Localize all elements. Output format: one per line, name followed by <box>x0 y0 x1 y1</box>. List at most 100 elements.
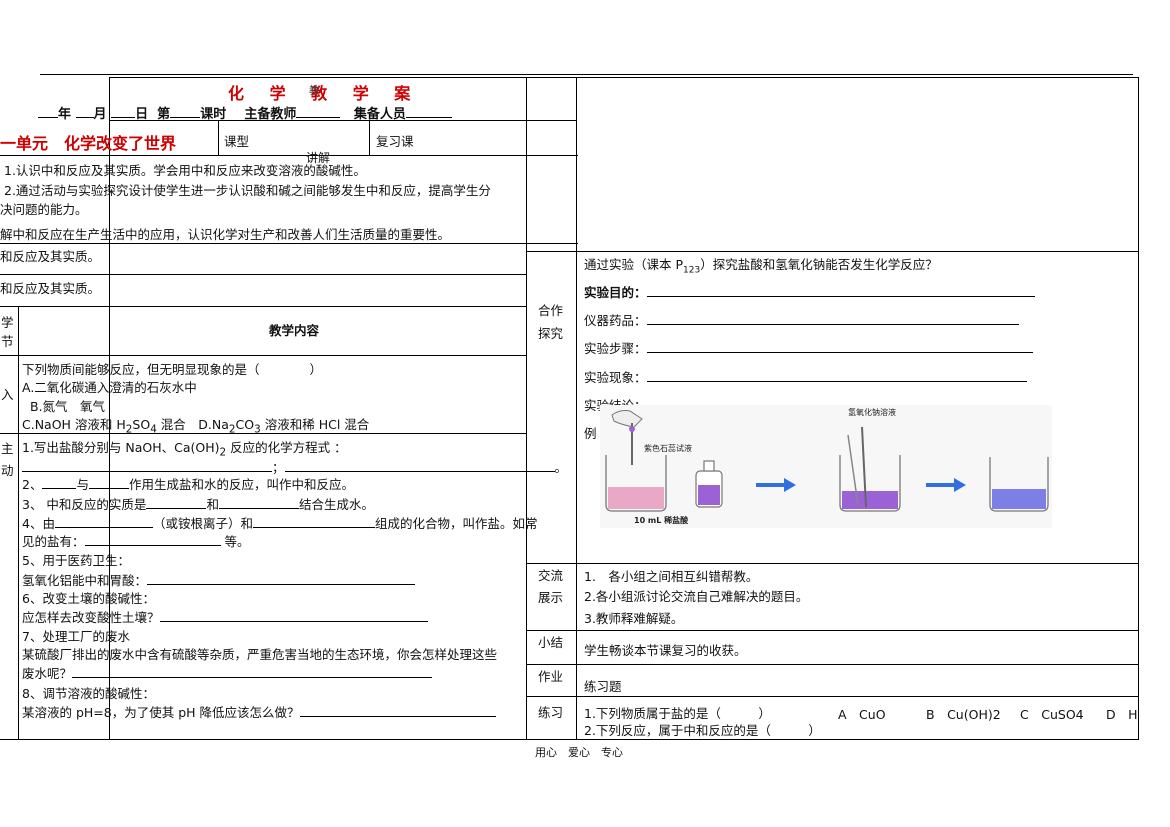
intro-option-cd: C.NaOH 溶液和 H2SO4 混合 D.Na2CO3 溶液和稀 HCl 混合 <box>22 417 370 436</box>
item-5: 5、用于医药卫生： <box>22 553 130 568</box>
grid-line <box>1138 77 1139 739</box>
lesson-type-value: 复习课 <box>376 134 414 149</box>
experiment-purpose: 实验目的： <box>584 282 1035 301</box>
beaker-2-purple-solution <box>842 491 898 509</box>
label-summary: 小结 <box>538 635 564 650</box>
grid-line <box>526 696 1139 697</box>
intro-option-a: A.二氧化碳通入澄清的石灰水中 <box>22 380 197 395</box>
label-exchange-2: 展示 <box>538 590 564 605</box>
experiment-example: 例 <box>584 426 597 441</box>
label-indicator: 紫色石蕊试液 <box>644 443 692 453</box>
exchange-2: 2.各小组派讨论交流自己难解决的题目。 <box>584 589 809 604</box>
grid-line <box>0 739 1139 740</box>
title-overlap: 教 <box>309 84 320 97</box>
header-line: 年 月 日 第课时 主备教师 集备人员 <box>38 103 452 122</box>
grid-line <box>0 155 578 156</box>
grid-line <box>526 630 1139 631</box>
grid-line <box>576 77 577 739</box>
beaker-3 <box>989 457 1049 512</box>
grid-line <box>109 120 576 121</box>
figure-background <box>600 405 1052 528</box>
intro-option-b: B.氮气 氧气 <box>30 399 106 414</box>
key-point: 和反应及其实质。 <box>0 249 101 264</box>
practice-q1-d: D H <box>1106 707 1138 722</box>
item-3: 3、 中和反应的实质是和结合生成水。 <box>22 497 374 512</box>
item-1: 1.写出盐酸分别与 NaOH、Ca(OH)2 反应的化学方程式 ： <box>22 440 347 459</box>
dropper-hand <box>611 410 643 465</box>
bottle-purple-solution <box>698 485 720 505</box>
objective-3: 决问题的能力。 <box>0 202 88 217</box>
beaker-1-pink-solution <box>608 487 664 509</box>
exchange-3: 3.教师释难解疑。 <box>584 611 684 626</box>
grid-line <box>109 77 1139 78</box>
item-8-sub: 某溶液的 pH=8，为了使其 pH 降低应该怎么做？ <box>22 702 496 721</box>
grid-line <box>526 251 1139 252</box>
item-4: 4、由（或铵根离子）和组成的化合物，叫作盐。如常 <box>22 516 538 531</box>
item-7-sub2: 废水呢？ <box>22 663 433 682</box>
grid-line <box>18 306 19 739</box>
explain-label: 讲解 <box>306 151 331 165</box>
item-8: 8、调节溶液的酸碱性： <box>22 686 155 701</box>
practice-q1-a: A CuO <box>838 707 886 722</box>
top-rule <box>40 74 1133 75</box>
experiment-phenomenon: 实验现象： <box>584 367 1027 386</box>
label-coop-2: 探究 <box>538 326 564 341</box>
practice-q1: 1.下列物质属于盐的是（ ） <box>584 706 771 721</box>
arrow-1 <box>756 478 796 492</box>
item-5-sub: 氢氧化铝能中和胃酸： <box>22 570 416 589</box>
homework-text: 练习题 <box>584 679 622 694</box>
intro-stem: 下列物质间能够反应，但无明显现象的是（ ） <box>22 362 323 377</box>
summary-text: 学生畅谈本节课复习的收获。 <box>584 643 747 658</box>
beaker-3-blue-solution <box>992 489 1046 509</box>
grid-line <box>0 306 526 307</box>
grid-line <box>0 274 526 275</box>
beaker-1 <box>605 455 667 512</box>
grid-line <box>526 77 527 739</box>
page-title: 化 学 教 学 案 <box>228 84 421 103</box>
item-4-cont: 见的盐有： 等。 <box>22 534 250 549</box>
item-1-answer: ；。 <box>22 457 567 476</box>
item-2: 2、与作用生成盐和水的反应，叫作中和反应。 <box>22 477 354 492</box>
side-label-a: 学 <box>1 315 14 330</box>
objective-2: 2.通过活动与实验探究设计使学生进一步认识酸和碱之间能够发生中和反应，提高学生分 <box>4 183 491 198</box>
practice-q2: 2.下列反应，属于中和反应的是（ ） <box>584 723 821 738</box>
grid-line <box>0 243 578 244</box>
side-label-e: 动 <box>1 463 14 478</box>
objective-4: 解中和反应在生产生活中的应用，认识化学对生产和改善人们生活质量的重要性。 <box>0 227 451 242</box>
grid-line <box>218 120 219 155</box>
experiment-steps: 实验步骤： <box>584 338 1033 357</box>
experiment-figure: 紫色石蕊试液 10 mL 稀盐酸 氢氧化钠溶液 <box>600 405 1052 528</box>
grid-line <box>526 563 1139 564</box>
grid-line <box>0 355 526 356</box>
label-practice: 练习 <box>538 705 564 720</box>
label-exchange-1: 交流 <box>538 568 564 583</box>
content-header: 教学内容 <box>269 323 320 338</box>
practice-q1-c: C CuSO4 <box>1020 707 1084 722</box>
label-homework: 作业 <box>538 669 564 684</box>
difficulty: 和反应及其实质。 <box>0 281 101 296</box>
unit-title: 一单元 化学改变了世界 <box>0 134 177 153</box>
label-coop-1: 合作 <box>538 303 564 318</box>
footer: 用心 爱心 专心 <box>535 746 623 759</box>
grid-line <box>526 664 1139 665</box>
item-7: 7、处理工厂的废水 <box>22 629 130 644</box>
item-7-sub1: 某硫酸厂排出的废水中含有硫酸等杂质，严重危害当地的生态环境，你会怎样处理这些 <box>22 647 498 662</box>
experiment-intro: 通过实验（课本 P123）探究盐酸和氢氧化钠能否发生化学反应？ <box>584 257 938 276</box>
arrow-2 <box>926 478 966 492</box>
side-label-b: 节 <box>1 334 14 349</box>
beaker-2 <box>839 426 901 512</box>
label-naoh: 氢氧化钠溶液 <box>848 407 896 417</box>
side-label-d: 主 <box>1 441 14 456</box>
objective-1: 1.认识中和反应及其实质。学会用中和反应来改变溶液的酸碱性。 <box>4 163 366 178</box>
side-label-c: 入 <box>1 387 14 402</box>
lesson-type-label: 课型 <box>224 134 250 149</box>
label-hcl: 10 mL 稀盐酸 <box>634 515 689 525</box>
grid-line <box>109 77 110 739</box>
practice-q1-b: B Cu(OH)2 <box>926 707 1001 722</box>
grid-line <box>0 433 526 434</box>
grid-line <box>369 120 370 155</box>
experiment-reagents: 仪器药品： <box>584 310 1019 329</box>
item-6-sub: 应怎样去改变酸性土壤？ <box>22 607 428 626</box>
item-6: 6、改变土壤的酸碱性： <box>22 591 155 606</box>
exchange-1: 1. 各小组之间相互纠错帮教。 <box>584 569 759 584</box>
